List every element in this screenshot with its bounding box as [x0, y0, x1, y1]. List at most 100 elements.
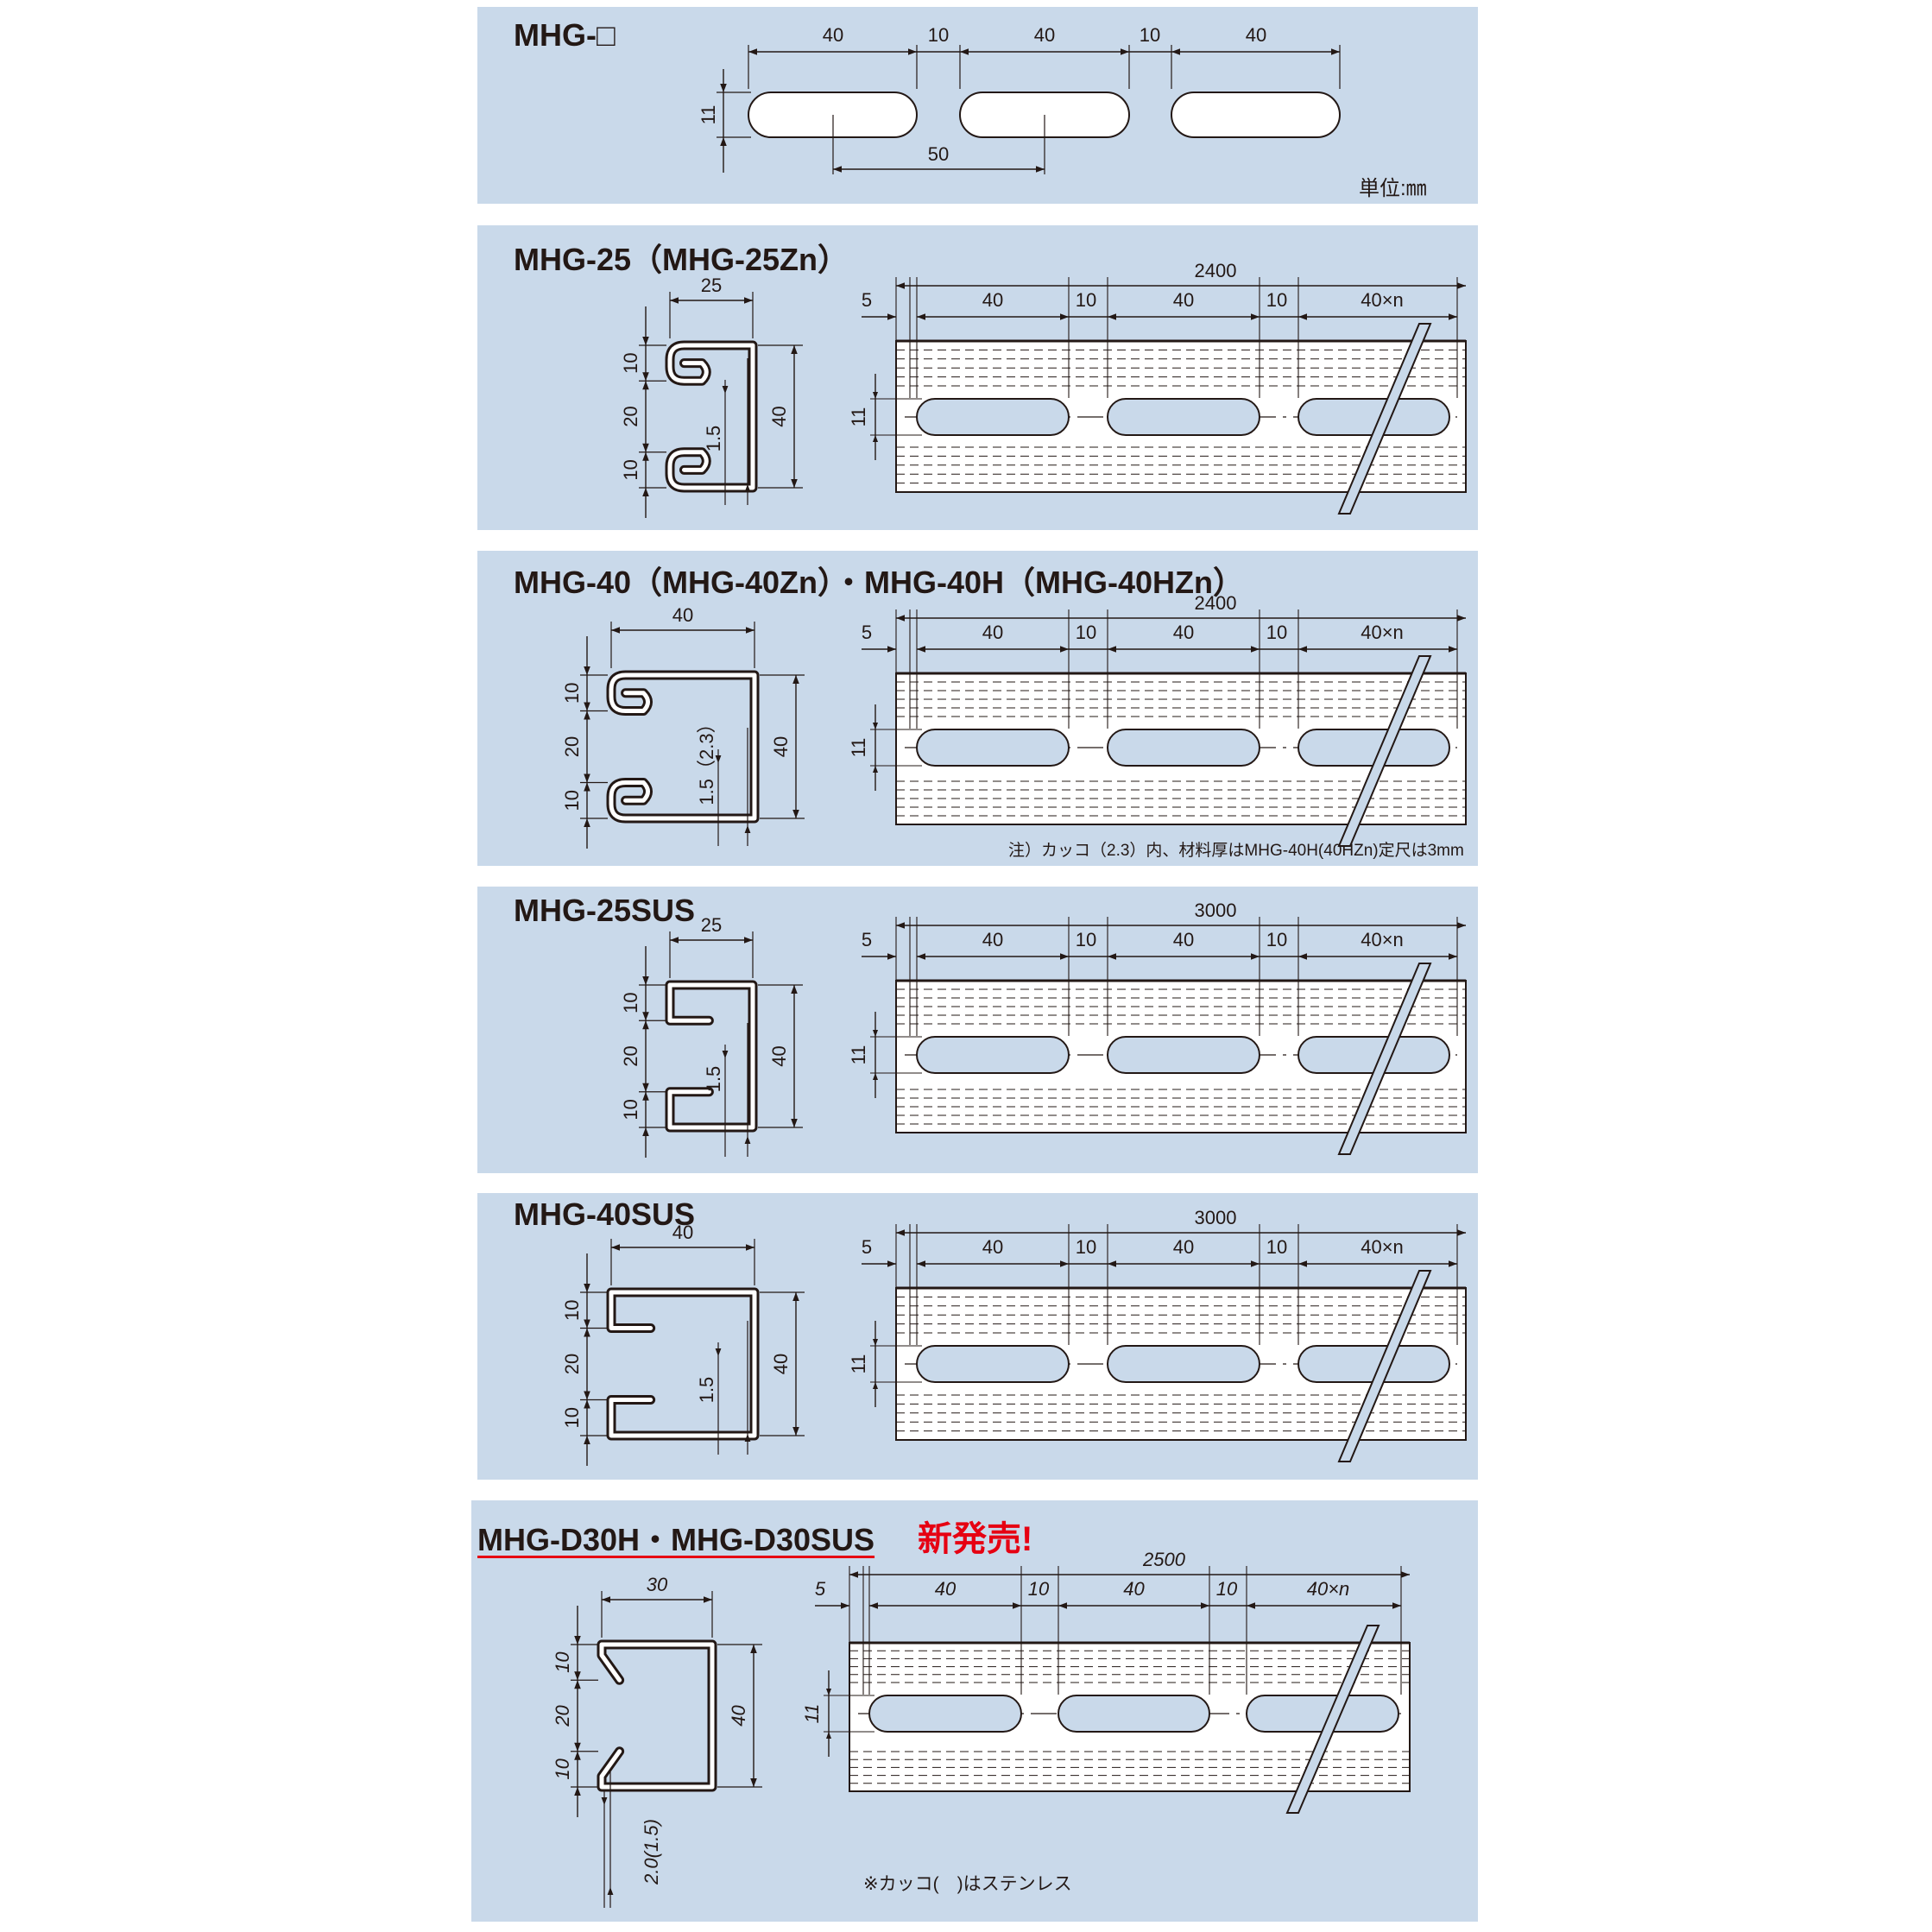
dim-arrow: [908, 48, 917, 55]
dim-arrow: [792, 675, 799, 684]
dim-arrow: [642, 488, 649, 496]
dim-arrow: [1298, 313, 1307, 320]
dimension-label: 40: [770, 1354, 792, 1374]
dim-arrow: [872, 723, 879, 729]
dimension-label: 2400: [1195, 592, 1237, 614]
dim-arrow: [584, 702, 590, 711]
dim-arrow: [1060, 646, 1069, 653]
channel-outline: [665, 340, 758, 493]
section-title-mhg-25: MHG-25（MHG-25Zn）: [514, 242, 849, 277]
dim-arrow: [1108, 646, 1116, 653]
dimension-label: 50: [928, 143, 949, 165]
dim-arrow: [611, 1244, 620, 1251]
dimension-label: 40: [1173, 289, 1194, 311]
strip-slot-1: [916, 729, 1070, 767]
dim-arrow: [642, 372, 649, 382]
dim-arrow: [1201, 1602, 1209, 1609]
dimension-label: 40×n: [1361, 929, 1404, 950]
dimension-label: 40: [1173, 929, 1194, 950]
slot-3: [1171, 92, 1341, 138]
dim-arrow: [670, 297, 679, 304]
channel-outline: [665, 980, 758, 1133]
dimension-label: 5: [862, 289, 872, 311]
dim-arrow: [574, 1742, 581, 1752]
dim-arrow: [1251, 646, 1260, 653]
dimension-label: 1.5: [696, 1377, 717, 1404]
dim-arrow: [720, 137, 727, 146]
dim-arrow: [896, 922, 905, 929]
dimension-label: 11: [848, 1354, 869, 1374]
channel-outline: [597, 1639, 717, 1792]
channel-fill: [599, 1642, 715, 1790]
dim-arrow: [841, 1602, 849, 1609]
dimension-label: 1.5（2.3）: [696, 714, 717, 805]
strip-slot-1: [916, 1345, 1070, 1383]
dim-arrow: [584, 1328, 590, 1337]
dim-arrow: [896, 282, 905, 289]
dim-arrow: [792, 810, 799, 818]
dim-arrow: [642, 1127, 649, 1136]
break-mark: [1337, 1270, 1432, 1462]
dim-arrow: [642, 337, 649, 345]
dim-arrow: [791, 985, 798, 994]
dim-arrow: [872, 392, 879, 399]
dimension-label: 40: [672, 604, 693, 626]
dim-arrow: [887, 313, 896, 320]
dim-arrow: [584, 666, 590, 675]
dimension-label: 10: [1216, 1578, 1238, 1600]
dim-arrow: [642, 1020, 649, 1030]
dim-arrow: [750, 1778, 757, 1787]
dimension-label: 20: [620, 1045, 641, 1066]
dim-arrow: [1060, 1260, 1069, 1267]
dimension-label: 40: [1123, 1578, 1145, 1600]
dimension-label: 5: [815, 1578, 826, 1600]
dimension-label: 1.5: [703, 426, 724, 452]
dim-arrow: [574, 1671, 581, 1681]
dimension-label: 10: [561, 1407, 583, 1428]
dim-arrow: [642, 381, 649, 390]
dim-arrow: [584, 1284, 590, 1292]
section-title-slot: MHG-□: [514, 17, 616, 53]
strip-slot-3: [1297, 1036, 1450, 1074]
dimension-label: 10: [1266, 929, 1287, 950]
dimension-label: 10: [552, 1651, 573, 1673]
dim-arrow: [704, 1596, 712, 1603]
dim-arrow: [791, 1119, 798, 1127]
dim-arrow: [849, 1571, 858, 1578]
dim-arrow: [1108, 1260, 1116, 1267]
dim-arrow: [1392, 1602, 1401, 1609]
dim-arrow: [917, 646, 925, 653]
dim-arrow: [1171, 48, 1180, 55]
dim-arrow: [744, 297, 753, 304]
dimension-label: 10: [1076, 289, 1096, 311]
dim-arrow: [1457, 615, 1466, 622]
dim-arrow: [887, 646, 896, 653]
dim-arrow: [1449, 1260, 1457, 1267]
dim-arrow: [887, 1260, 896, 1267]
dim-arrow: [584, 782, 590, 792]
strip-slot-3: [1297, 729, 1450, 767]
dimension-label: 20: [620, 406, 641, 426]
strip-slot-1: [916, 1036, 1070, 1074]
dim-arrow: [715, 1348, 722, 1356]
dim-arrow: [792, 1427, 799, 1436]
dim-arrow: [715, 755, 722, 763]
dim-arrow: [607, 1887, 614, 1895]
break-mark: [1337, 323, 1432, 515]
dim-arrow: [872, 1339, 879, 1346]
channel-fill: [609, 672, 757, 821]
strip-slot-2: [1107, 1345, 1260, 1383]
dimension-label: 40: [982, 289, 1003, 311]
strip-slot-2: [1058, 1695, 1210, 1733]
strip-slot-3: [1246, 1695, 1399, 1733]
dim-arrow: [744, 1136, 751, 1144]
dimension-label: 10: [561, 790, 583, 811]
dim-arrow: [825, 1732, 832, 1739]
dim-arrow: [791, 479, 798, 488]
dim-arrow: [574, 1680, 581, 1689]
section-title-mhg-40sus: MHG-40SUS: [514, 1196, 696, 1232]
dim-arrow: [642, 1012, 649, 1021]
dimension-label: 10: [1266, 289, 1287, 311]
strip-slot-1: [916, 398, 1070, 436]
dim-arrow: [642, 443, 649, 452]
